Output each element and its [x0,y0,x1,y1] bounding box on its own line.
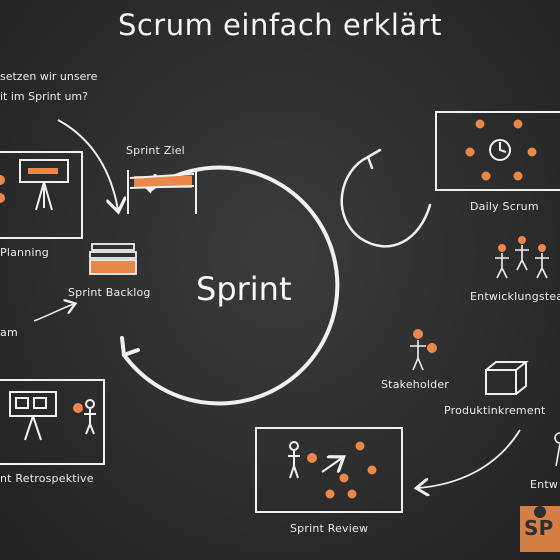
daily-loop-arrow [340,148,432,248]
partial-figure [554,432,560,467]
review-arrow [418,429,521,488]
label-planning: Planning [0,246,49,259]
label-daily-scrum: Daily Scrum [470,200,539,213]
sprint-review-board [255,427,403,513]
label-entw: Entw [530,478,559,491]
planning-board [0,151,83,239]
label-entwicklungsteam: Entwicklungstea [470,290,560,303]
stakeholder-figure [410,329,437,371]
team-arrow [33,304,74,322]
label-stakeholder: Stakeholder [381,378,450,391]
sprint-backlog-stack [89,243,137,275]
sprint-ziel-banner [127,170,197,214]
retrospektive-board [0,379,105,465]
label-team: am [0,326,18,339]
label-sprint-review: Sprint Review [290,522,369,535]
question-arrow [57,119,118,210]
label-retrospektive: nt Retrospektive [0,472,94,485]
label-sprint-backlog: Sprint Backlog [68,286,151,299]
developer-team-figures [495,236,549,279]
logo-text: SP [524,516,554,540]
label-sprint-ziel: Sprint Ziel [126,144,185,157]
question-line-1: setzen wir unsere [0,70,98,83]
question-text: setzen wir unsere it im Sprint um? [0,67,97,107]
product-increment-box [485,361,529,395]
daily-scrum-board [435,111,560,191]
label-produktinkrement: Produktinkrement [444,404,546,417]
sprint-center-label: Sprint [196,270,292,308]
question-line-2: it im Sprint um? [0,90,88,103]
logo-mark [520,506,560,552]
page-title: Scrum einfach erklärt [117,8,443,42]
